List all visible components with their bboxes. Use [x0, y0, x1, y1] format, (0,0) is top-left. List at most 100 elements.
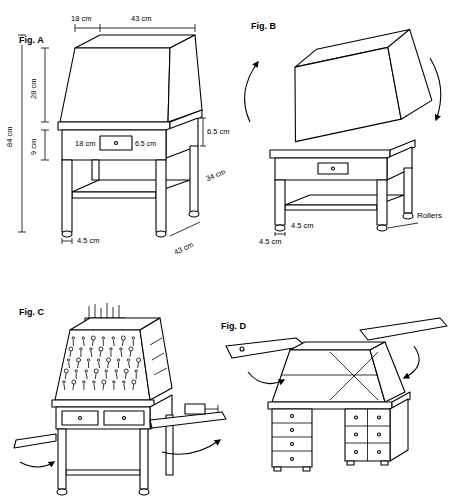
- tool-handle: [113, 384, 114, 390]
- tool-head: [137, 358, 141, 362]
- tool-handle: [95, 373, 96, 379]
- case-front: [272, 350, 385, 402]
- hanging-tool: [85, 370, 87, 379]
- tool-head: [107, 358, 111, 362]
- front-leg: [58, 429, 66, 489]
- tool-head: [135, 370, 137, 372]
- roller: [57, 489, 67, 495]
- drawer-knob: [355, 433, 358, 436]
- tool-handle: [83, 340, 84, 346]
- tool-head: [69, 347, 73, 351]
- hanging-tool: [110, 348, 112, 357]
- hanging-tool: [91, 336, 95, 346]
- tool-head: [129, 347, 133, 351]
- drawer-knob: [332, 167, 335, 170]
- tool-head: [102, 380, 106, 384]
- tool-head: [110, 348, 112, 350]
- case-front: [280, 47, 403, 141]
- shelf-rail: [66, 470, 140, 475]
- tool-head: [115, 370, 117, 372]
- front-leg: [275, 180, 285, 225]
- front-leg: [156, 160, 166, 232]
- dimension-label: 43 cm: [172, 241, 196, 257]
- hanging-tool: [137, 358, 141, 368]
- tool-handle: [65, 373, 66, 379]
- hanging-tool: [107, 358, 111, 368]
- vise: [185, 404, 205, 414]
- dimension-label: 18 cm: [70, 15, 92, 23]
- drawer: [104, 411, 144, 425]
- hanging-tool: [64, 369, 68, 379]
- roller: [275, 225, 285, 231]
- tool-head: [120, 348, 122, 350]
- lid-knob: [240, 347, 244, 351]
- hanging-tool: [115, 370, 117, 379]
- hanging-tool: [102, 337, 104, 346]
- apron: [56, 407, 150, 429]
- front-leg: [62, 160, 72, 232]
- tool-handle: [91, 351, 92, 357]
- tool-handle: [100, 351, 101, 357]
- tool-head: [127, 359, 129, 361]
- hanging-tool: [120, 348, 122, 357]
- hanging-tools: [63, 336, 141, 390]
- swing-arrow: [248, 372, 284, 384]
- dimension-label: 84 cm: [6, 126, 14, 148]
- vise-screw: [205, 405, 218, 413]
- drawer: [318, 163, 348, 174]
- open-lid: [360, 318, 447, 340]
- roller: [62, 231, 72, 237]
- fig-a-workbench: [18, 24, 206, 244]
- dimension-label: 9 cm: [30, 138, 38, 156]
- desk-top: [52, 400, 154, 407]
- back-leg: [190, 146, 198, 212]
- case-top: [290, 342, 385, 350]
- tool-head: [80, 348, 82, 350]
- hanging-tool: [135, 370, 137, 379]
- foot: [347, 461, 354, 465]
- tool-head: [123, 381, 125, 383]
- back-leg: [92, 160, 99, 180]
- tool-head: [90, 348, 92, 350]
- figure-label: Fig. D: [220, 322, 247, 331]
- tilted-case: [278, 28, 435, 142]
- hanging-tool: [80, 348, 82, 357]
- figure-label: Fig. A: [18, 36, 45, 45]
- hanging-tool: [129, 347, 133, 357]
- tool-head: [94, 369, 98, 373]
- drawer: [100, 136, 132, 150]
- dimension-line: [170, 222, 200, 236]
- tool-handle: [73, 340, 74, 346]
- apron: [275, 158, 387, 180]
- tool-head: [113, 381, 115, 383]
- drawer-knob: [378, 451, 381, 454]
- tool-handle: [86, 373, 87, 379]
- tool-handle: [130, 351, 131, 357]
- tool-handle: [125, 373, 126, 379]
- hanging-tool: [93, 381, 95, 390]
- side-tools: [150, 338, 167, 375]
- dimension-label: 34 cm: [204, 168, 228, 183]
- hanging-tool: [82, 337, 84, 346]
- rack-tools: [89, 303, 119, 318]
- dimension-label: 43 cm: [130, 15, 152, 23]
- shelf: [72, 180, 190, 192]
- hanging-tool: [121, 336, 125, 346]
- foot: [303, 467, 310, 471]
- apron: [62, 130, 166, 160]
- leader-line: [388, 223, 418, 228]
- hanging-tool: [94, 369, 98, 379]
- hanging-tool: [77, 358, 81, 368]
- tool-handle: [138, 362, 139, 368]
- drawer-knob: [378, 433, 381, 436]
- dimension-line: [62, 238, 72, 244]
- roller: [139, 489, 149, 495]
- drawer-knob: [378, 416, 381, 419]
- tool-handle: [118, 362, 119, 368]
- tool-handle: [133, 384, 134, 390]
- tool-handle: [106, 373, 107, 379]
- hanging-tool: [72, 337, 74, 346]
- front-leg: [377, 180, 387, 225]
- tool-head: [67, 359, 69, 361]
- dimension-label: 4.5 cm: [258, 238, 283, 246]
